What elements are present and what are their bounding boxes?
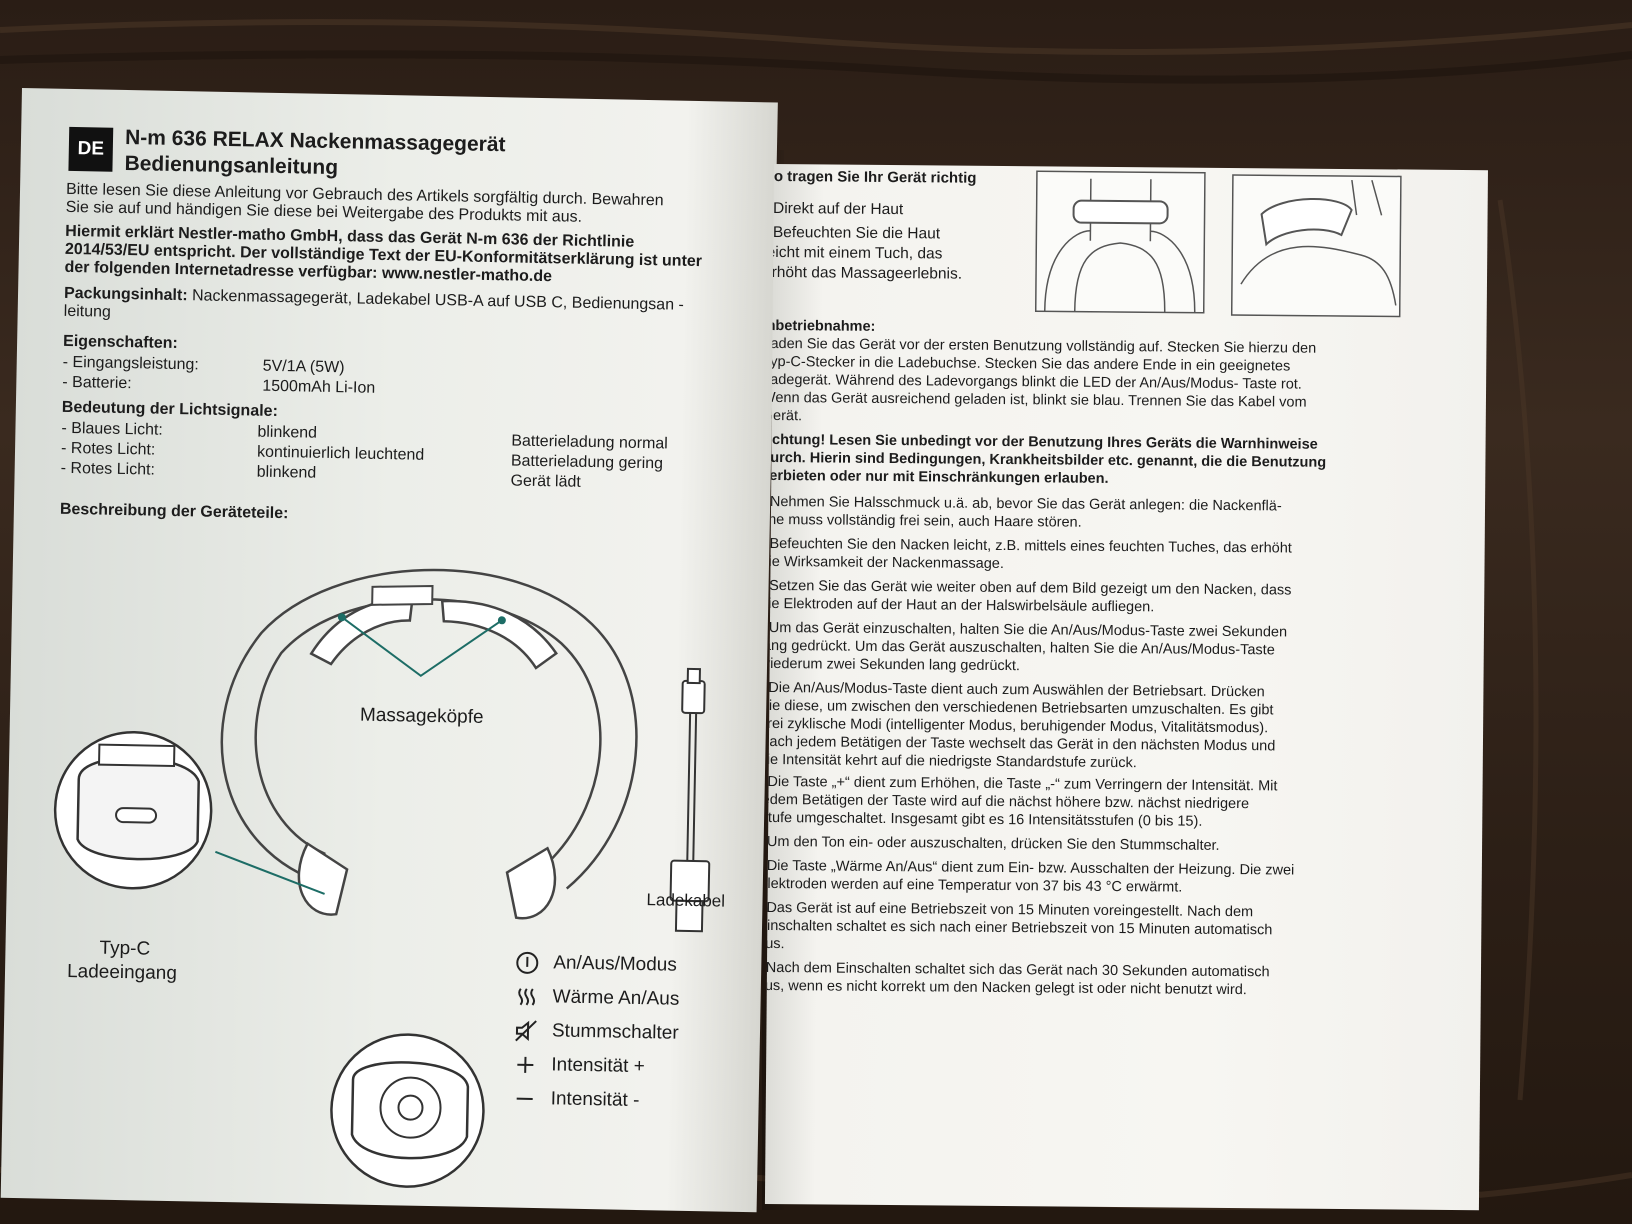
wear-instruction-2-line-3: erhöht das Massageerlebnis. bbox=[764, 263, 963, 283]
bullet-line: Elektroden werden auf eine Temperatur vo… bbox=[764, 875, 1183, 896]
power-icon bbox=[516, 951, 539, 974]
bullet-line: Stufe umgeschaltet. Insgesamt gibt es 16… bbox=[764, 809, 1203, 830]
control-legend: An/Aus/Modus Wärme An/Aus Stummschalter … bbox=[512, 946, 680, 1119]
bullet-line: aus, wenn es nicht korrekt um den Nacken… bbox=[764, 977, 1247, 999]
bullet-line: che muss vollständig frei sein, auch Haa… bbox=[764, 511, 1082, 531]
control-legend-item: Stummschalter bbox=[514, 1014, 679, 1051]
property-value: 1500mAh Li-Ion bbox=[262, 377, 376, 397]
control-label: Intensität - bbox=[550, 1088, 640, 1112]
bullet-line: die Elektroden auf der Haut an der Halsw… bbox=[764, 595, 1155, 616]
property-label: - Eingangsleistung: bbox=[62, 353, 199, 374]
wear-instruction-2: - Befeuchten Sie die Haut bbox=[764, 223, 941, 243]
wearing-illustration-back bbox=[1034, 170, 1206, 314]
heat-icon bbox=[518, 988, 536, 1006]
bullet-line: aus. bbox=[764, 935, 785, 953]
control-legend-item: Wärme An/Aus bbox=[514, 980, 680, 1017]
bullet-line: die Intensität kehrt auf die niedrigste … bbox=[764, 751, 1137, 772]
wear-instruction-2-line-2: leicht mit einem Tuch, das bbox=[764, 243, 943, 263]
bullet-line: die Wirksamkeit der Nackenmassage. bbox=[764, 553, 1004, 573]
bullet-line: Einschalten schaltet es sich nach einer … bbox=[764, 917, 1273, 939]
plus-icon bbox=[517, 1056, 534, 1073]
package-text-continued: leitung bbox=[63, 302, 112, 321]
light-state: blinkend bbox=[257, 423, 318, 442]
charging-cable-label: Ladekabel bbox=[646, 890, 726, 911]
bullet: - Um den Ton ein- oder auszuschalten, dr… bbox=[764, 833, 1220, 854]
language-badge: DE bbox=[68, 126, 114, 172]
package-text: Nackenmassagegerät, Ladekabel USB-A auf … bbox=[187, 287, 684, 314]
control-legend-item: An/Aus/Modus bbox=[515, 946, 680, 983]
control-legend-item: Intensität - bbox=[512, 1082, 677, 1119]
typec-label-2: Ladeeingang bbox=[66, 961, 178, 985]
start-line: Wenn das Gerät ausreichend geladen ist, … bbox=[764, 389, 1307, 411]
property-label: - Batterie: bbox=[62, 373, 132, 393]
light-label: - Blaues Licht: bbox=[61, 419, 164, 439]
wear-instruction-1: - Direkt auf der Haut bbox=[764, 199, 904, 219]
property-value: 5V/1A (5W) bbox=[262, 357, 345, 377]
control-label: Intensität + bbox=[551, 1054, 646, 1078]
properties-heading: Eigenschaften: bbox=[62, 332, 178, 353]
light-meaning: Gerät lädt bbox=[510, 472, 581, 491]
light-label: - Rotes Licht: bbox=[60, 459, 156, 479]
wear-heading: So tragen Sie Ihr Gerät richtig bbox=[764, 167, 977, 187]
mute-icon bbox=[515, 1020, 537, 1042]
left-page: DE N-m 636 RELAX Nackenmassagegerät Bedi… bbox=[0, 88, 778, 1213]
control-label: An/Aus/Modus bbox=[553, 952, 678, 976]
control-legend-item: Intensität + bbox=[513, 1048, 678, 1085]
massage-heads-label: Massageköpfe bbox=[359, 704, 484, 728]
typec-label-1: Typ-C bbox=[99, 937, 151, 960]
right-page: So tragen Sie Ihr Gerät richtig - Direkt… bbox=[764, 164, 1488, 1211]
manual-subtitle: Bedienungsanleitung bbox=[124, 151, 339, 180]
light-label: - Rotes Licht: bbox=[60, 439, 156, 459]
bullet-line: wiederum zwei Sekunden lang gedrückt. bbox=[764, 655, 1021, 675]
wearing-illustration-side bbox=[1230, 174, 1402, 318]
light-state: blinkend bbox=[256, 463, 317, 482]
warning-line: verbieten oder nur mit Einschränkungen e… bbox=[764, 467, 1109, 487]
start-heading: Inbetriebnahme: bbox=[764, 317, 876, 335]
control-label: Wärme An/Aus bbox=[552, 986, 680, 1010]
package-contents: Packungsinhalt: Nackenmassagegerät, Lade… bbox=[64, 285, 684, 315]
control-label: Stummschalter bbox=[551, 1020, 679, 1044]
package-label: Packungsinhalt: bbox=[63, 284, 188, 305]
device-diagram bbox=[53, 568, 711, 1188]
minus-icon bbox=[516, 1097, 533, 1100]
light-signals-heading: Bedeutung der Lichtsignale: bbox=[61, 398, 279, 420]
